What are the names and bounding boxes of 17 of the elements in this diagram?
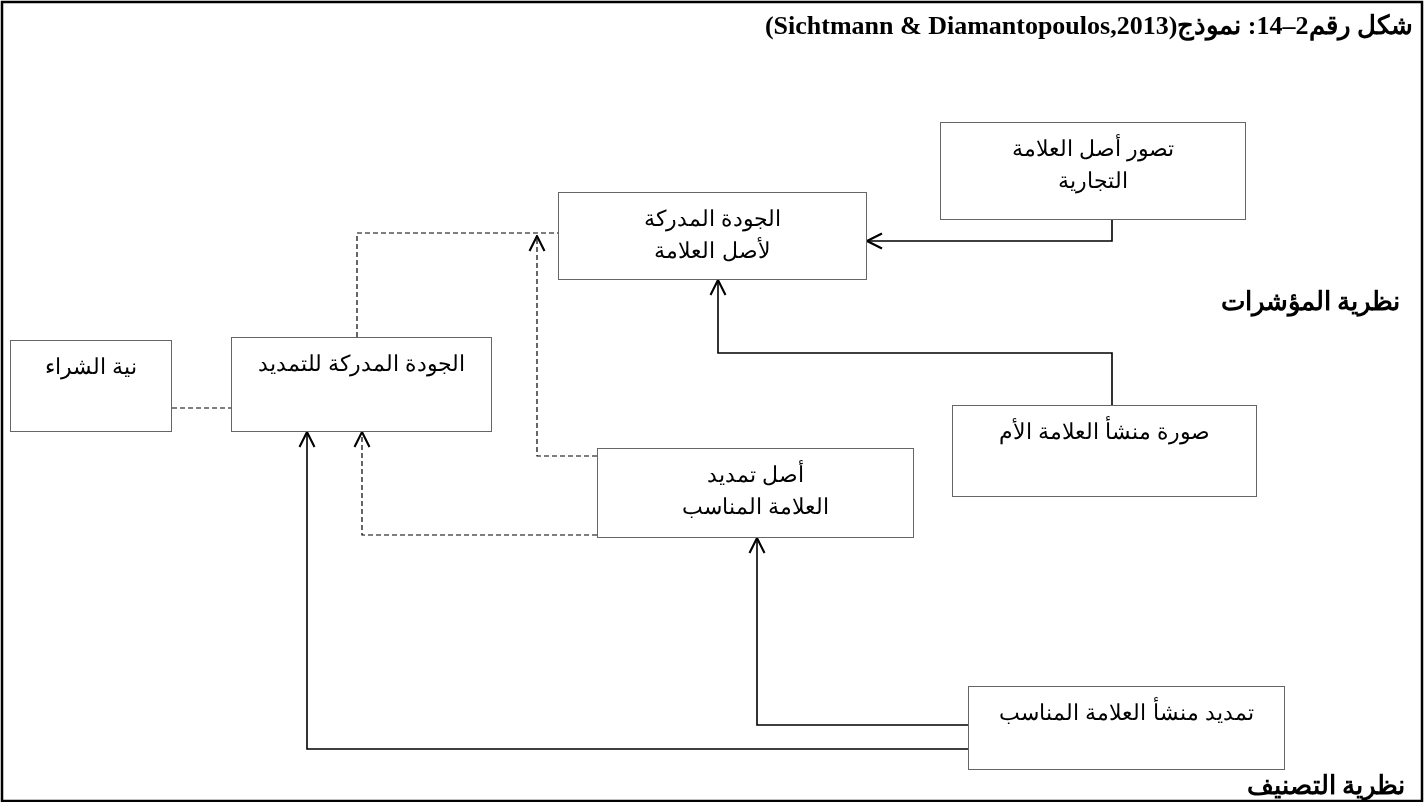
dashed-connector — [353, 430, 598, 536]
arrow — [748, 536, 969, 726]
dashed-connector — [528, 234, 598, 457]
concept-box: نية الشراء — [10, 340, 172, 432]
figure-title: شكل رقم2–14: نموذج(Sichtmann & Diamantopoulos,2013) — [764, 10, 1413, 41]
arrow — [298, 430, 969, 750]
concept-box: أصل تمديد العلامة المناسب — [597, 448, 914, 538]
theory-label: نظرية المؤشرات — [1220, 286, 1400, 317]
dashed-connector — [171, 407, 232, 409]
concept-box: الجودة المدركة لأصل العلامة — [558, 192, 867, 280]
theory-label: نظرية التصنيف — [1246, 770, 1405, 801]
concept-box: تصور أصل العلامة التجارية — [940, 122, 1246, 220]
concept-box: تمديد منشأ العلامة المناسب — [968, 686, 1285, 770]
arrow — [865, 219, 1113, 250]
arrow — [709, 278, 1113, 406]
concept-box: صورة منشأ العلامة الأم — [952, 405, 1257, 497]
concept-box: الجودة المدركة للتمديد — [231, 337, 492, 432]
